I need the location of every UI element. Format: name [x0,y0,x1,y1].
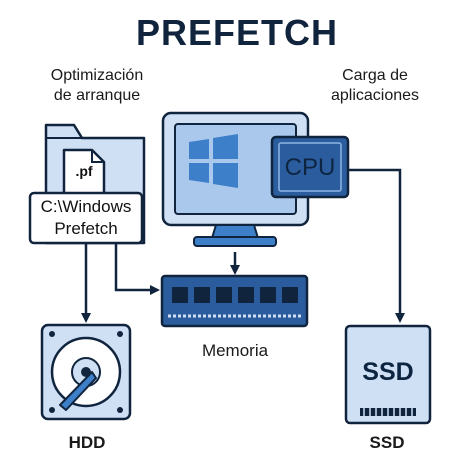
label-carga-line2: aplicaciones [330,87,420,104]
label-optimizacion-line2: de arranque [53,87,141,104]
label-carga-line1: Carga de [342,67,408,84]
ssd-icon [344,324,432,425]
folder-path-label: C:\Windows Prefetch [30,196,142,240]
label-optimizacion: Optimización de arranque [24,66,170,106]
ssd-chip-label: SSD [362,358,414,386]
folder-path-line1: C:\Windows [40,197,132,216]
hdd-icon [40,323,132,421]
ssd-label: SSD [369,433,405,452]
cpu-chip-icon [270,135,350,199]
pf-file-label: .pf [75,163,93,179]
windows-logo-icon [189,134,238,188]
cpu-inner-frame [278,142,342,192]
memory-module-icon [160,274,309,328]
diagram-title: PREFETCH [135,12,338,53]
arrow-cpu-to-ssd [348,168,405,323]
label-carga: Carga de aplicaciones [306,66,444,106]
folder-path-line2: Prefetch [54,219,118,238]
pf-file-icon [62,148,106,196]
arrow-folder-to-memory [114,243,160,295]
memoria-label: Memoria [201,341,269,360]
hdd-label: HDD [68,433,106,452]
label-optimizacion-line1: Optimización [50,67,144,84]
cpu-label: CPU [284,154,336,181]
